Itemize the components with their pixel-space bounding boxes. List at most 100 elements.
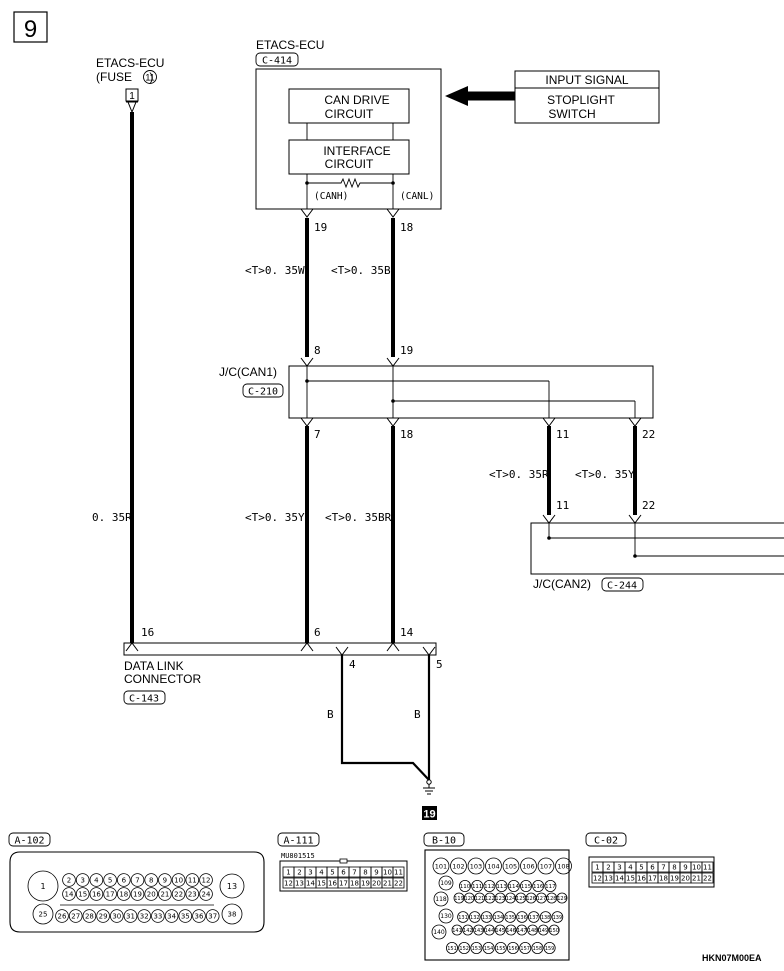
b10-pin-label: 156 [508, 946, 518, 952]
b10-pin [458, 880, 471, 893]
can-drive-box [288, 88, 410, 124]
a102-pin [137, 909, 152, 923]
a102-pin [130, 887, 145, 901]
fuse-wire-label: 0. 35R [92, 511, 132, 524]
a102-pin-label: 22 [174, 890, 183, 898]
c02-cell-label: 14 [615, 875, 624, 883]
a102-pin-label: 30 [112, 912, 121, 920]
c02-cell-label: 7 [661, 864, 665, 872]
a102-pin-label: 35 [181, 912, 190, 920]
a102-pin [144, 887, 159, 901]
a102-pin [158, 887, 172, 901]
a102-pin [158, 873, 172, 887]
jc-can2-connector-box [601, 577, 644, 592]
c02-cell-label: 11 [703, 864, 712, 872]
dlc-pin-4: 4 [349, 658, 356, 671]
junction-dot [305, 181, 309, 185]
a102-pin-label: 28 [85, 912, 94, 920]
a111-cell-label: 18 [350, 880, 359, 888]
b10-pin [483, 880, 496, 893]
jc1-pin-11: 11 [556, 428, 569, 441]
page-number-box [13, 11, 48, 43]
a102-pin-label: 9 [163, 876, 167, 884]
b10-pin-label: 147 [517, 928, 527, 934]
b10-pin-label: 116 [533, 884, 544, 890]
b10-pin-label: 127 [537, 896, 547, 902]
b10-pin-label: 105 [505, 862, 517, 870]
a102-pin [205, 909, 220, 923]
a102-pin [75, 873, 90, 887]
b10-pin [537, 857, 555, 875]
a102-pin-label: 13 [227, 882, 237, 891]
ground-number-box [422, 806, 437, 820]
c02-cell [701, 872, 714, 884]
b10-housing [424, 849, 570, 961]
dlc-connector-box [123, 690, 166, 705]
b10-label-box [423, 832, 465, 847]
a111-label: A-111 [283, 836, 313, 847]
a102-pin [130, 873, 145, 887]
b10-pin [502, 857, 520, 875]
b10-pin [531, 942, 544, 955]
jc2-terminal-mark [542, 514, 556, 524]
dlc-pin-6: 6 [314, 626, 321, 639]
c02-cell-label: 5 [639, 864, 643, 872]
b10-pin-label: 118 [435, 896, 447, 903]
b10-pin [555, 857, 572, 875]
a111-cell-label: 12 [284, 880, 293, 888]
ground-wire-label-5: B [414, 708, 421, 721]
a102-pin-label: 5 [108, 876, 112, 884]
a102-pin [89, 887, 104, 901]
b10-pin [431, 924, 447, 940]
b10-pin-label: 107 [540, 862, 552, 870]
b10-pin [473, 924, 485, 936]
a111-cell-label: 1 [286, 869, 290, 877]
wire-label-dlc-canh: <T>0. 35Y [245, 511, 305, 524]
a111-cell-label: 6 [341, 869, 346, 877]
a102-pin [185, 887, 200, 901]
c02-label: C-02 [594, 836, 618, 847]
fuse-number: 11 [145, 73, 154, 83]
b10-pin-label: 139 [553, 915, 563, 921]
junction-dot [547, 536, 551, 540]
jc1-pin-19: 19 [400, 344, 413, 357]
b10-pin [485, 857, 502, 875]
b10-pin-label: 126 [526, 896, 536, 902]
b10-pin-label: 130 [440, 913, 452, 920]
b10-pin-label: 141 [452, 928, 462, 934]
b10-pin [438, 908, 454, 924]
fuse-connector-symbol [126, 101, 138, 114]
c02-cell-label: 21 [692, 875, 701, 883]
b10-label: B-10 [432, 836, 456, 847]
canl-label: (CANL) [400, 191, 434, 202]
a102-pin-label: 1 [40, 882, 45, 891]
b10-pin-label: 150 [549, 928, 559, 934]
b10-pin-label: 149 [539, 928, 549, 934]
a102-pin [185, 873, 200, 887]
dlc-terminal-mark [386, 642, 400, 652]
a102-pin-label: 23 [188, 890, 197, 898]
b10-pin-label: 109 [440, 880, 452, 887]
doc-code: HKN07M00EA [702, 953, 762, 963]
b10-pin-label: 129 [557, 896, 567, 902]
a111-cell-label: 11 [394, 869, 403, 877]
a102-pin [199, 873, 213, 887]
b10-pin [457, 911, 469, 923]
fuse-title: ETACS-ECU [96, 56, 164, 70]
a102-pin [151, 909, 165, 923]
b10-pin-label: 106 [522, 862, 534, 870]
b10-pin-label: 110 [460, 884, 471, 890]
jc2-pin-22: 22 [642, 499, 655, 512]
fuse-terminal: 1 [129, 91, 135, 102]
c02-cell-label: 16 [637, 875, 646, 883]
b10-pin [516, 911, 528, 923]
b10-pin [539, 911, 552, 923]
ecu-connector: C-414 [262, 56, 292, 67]
fuse-label: (FUSE ) [96, 70, 153, 84]
a102-pin-label: 36 [195, 912, 204, 920]
b10-pin [483, 924, 495, 936]
a102-pin-label: 26 [58, 912, 67, 920]
a102-pin-label: 17 [106, 890, 115, 898]
b10-pin-label: 104 [487, 862, 499, 870]
